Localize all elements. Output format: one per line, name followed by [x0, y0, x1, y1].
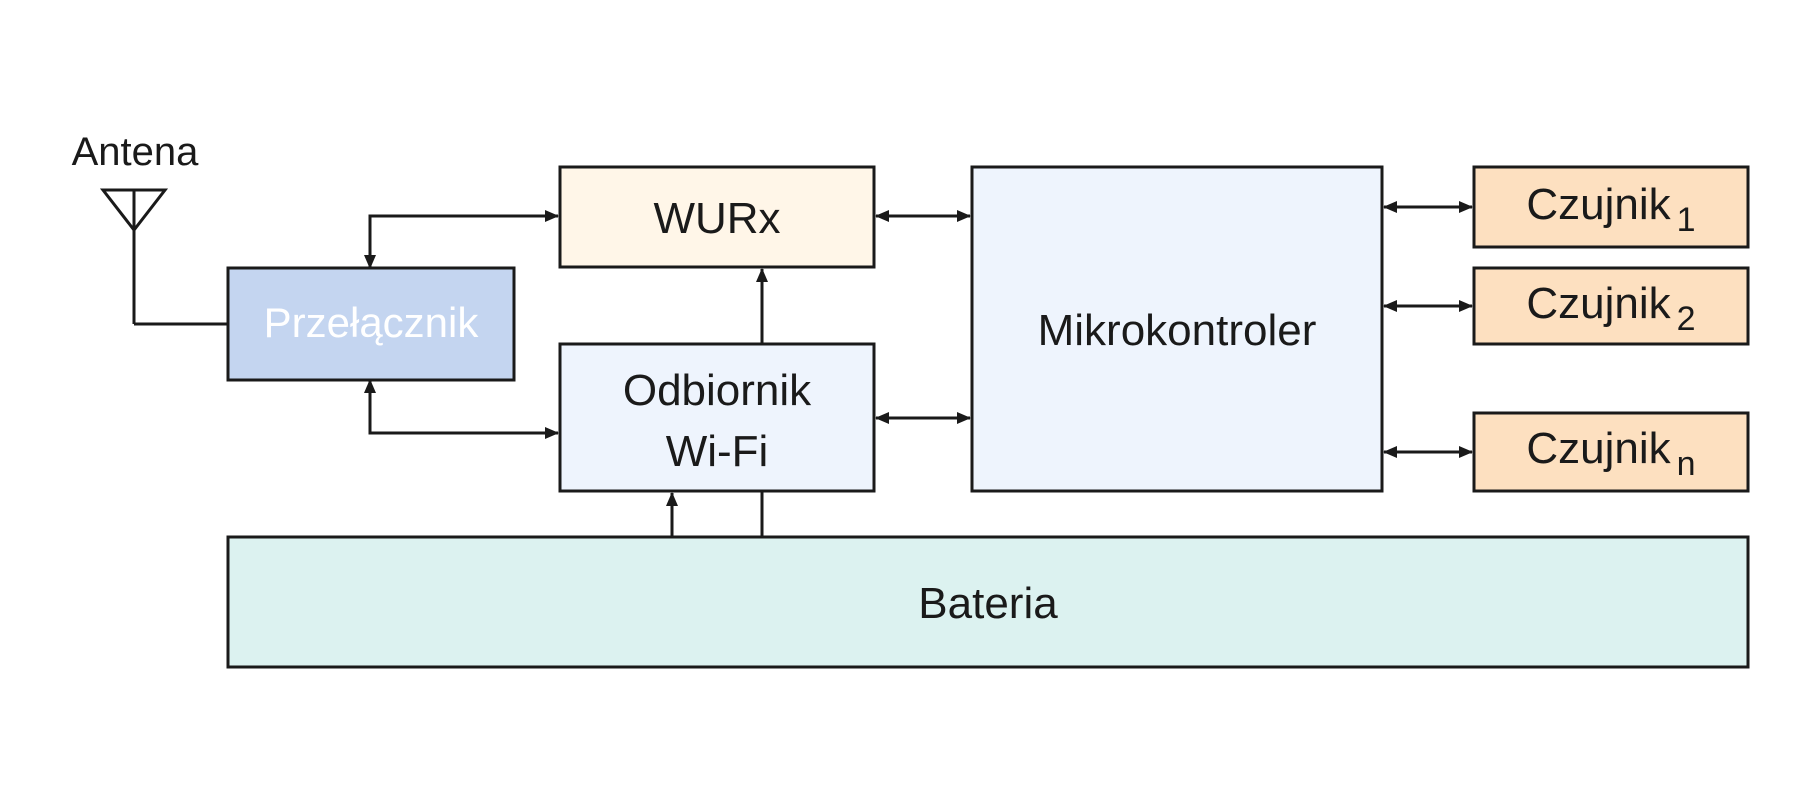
wurx-label: WURx [653, 194, 780, 243]
wifi-receiver-label-line1: Odbiornik [623, 366, 812, 415]
sensor-1-box [1472, 165, 1750, 249]
sensor-n-name: Czujnik [1526, 424, 1671, 473]
antenna-icon [99, 188, 228, 326]
connector-switch-wurx [364, 210, 559, 269]
microcontroller-box [970, 165, 1384, 493]
wifi-receiver-label-line2: Wi-Fi [666, 427, 769, 476]
sensor-n-subscript: n [1677, 445, 1696, 483]
battery-label: Bateria [918, 579, 1058, 628]
sensor-2-box [1472, 266, 1750, 346]
wifi-receiver-box [558, 342, 876, 493]
sensor-n-box [1472, 411, 1750, 493]
microcontroller-label: Mikrokontroler [1038, 306, 1317, 355]
switch-box [226, 266, 516, 382]
sensor-1-subscript: 1 [1677, 201, 1696, 239]
antenna-label: Antena [72, 130, 200, 174]
wurx-box [558, 165, 876, 269]
sensor-2-subscript: 2 [1677, 300, 1696, 338]
connector-switch-wifi [364, 379, 559, 439]
sensor-1-name: Czujnik [1526, 180, 1671, 229]
battery-box [226, 535, 1750, 669]
sensor-2-name: Czujnik [1526, 279, 1671, 328]
switch-label: Przełącznik [264, 299, 480, 346]
